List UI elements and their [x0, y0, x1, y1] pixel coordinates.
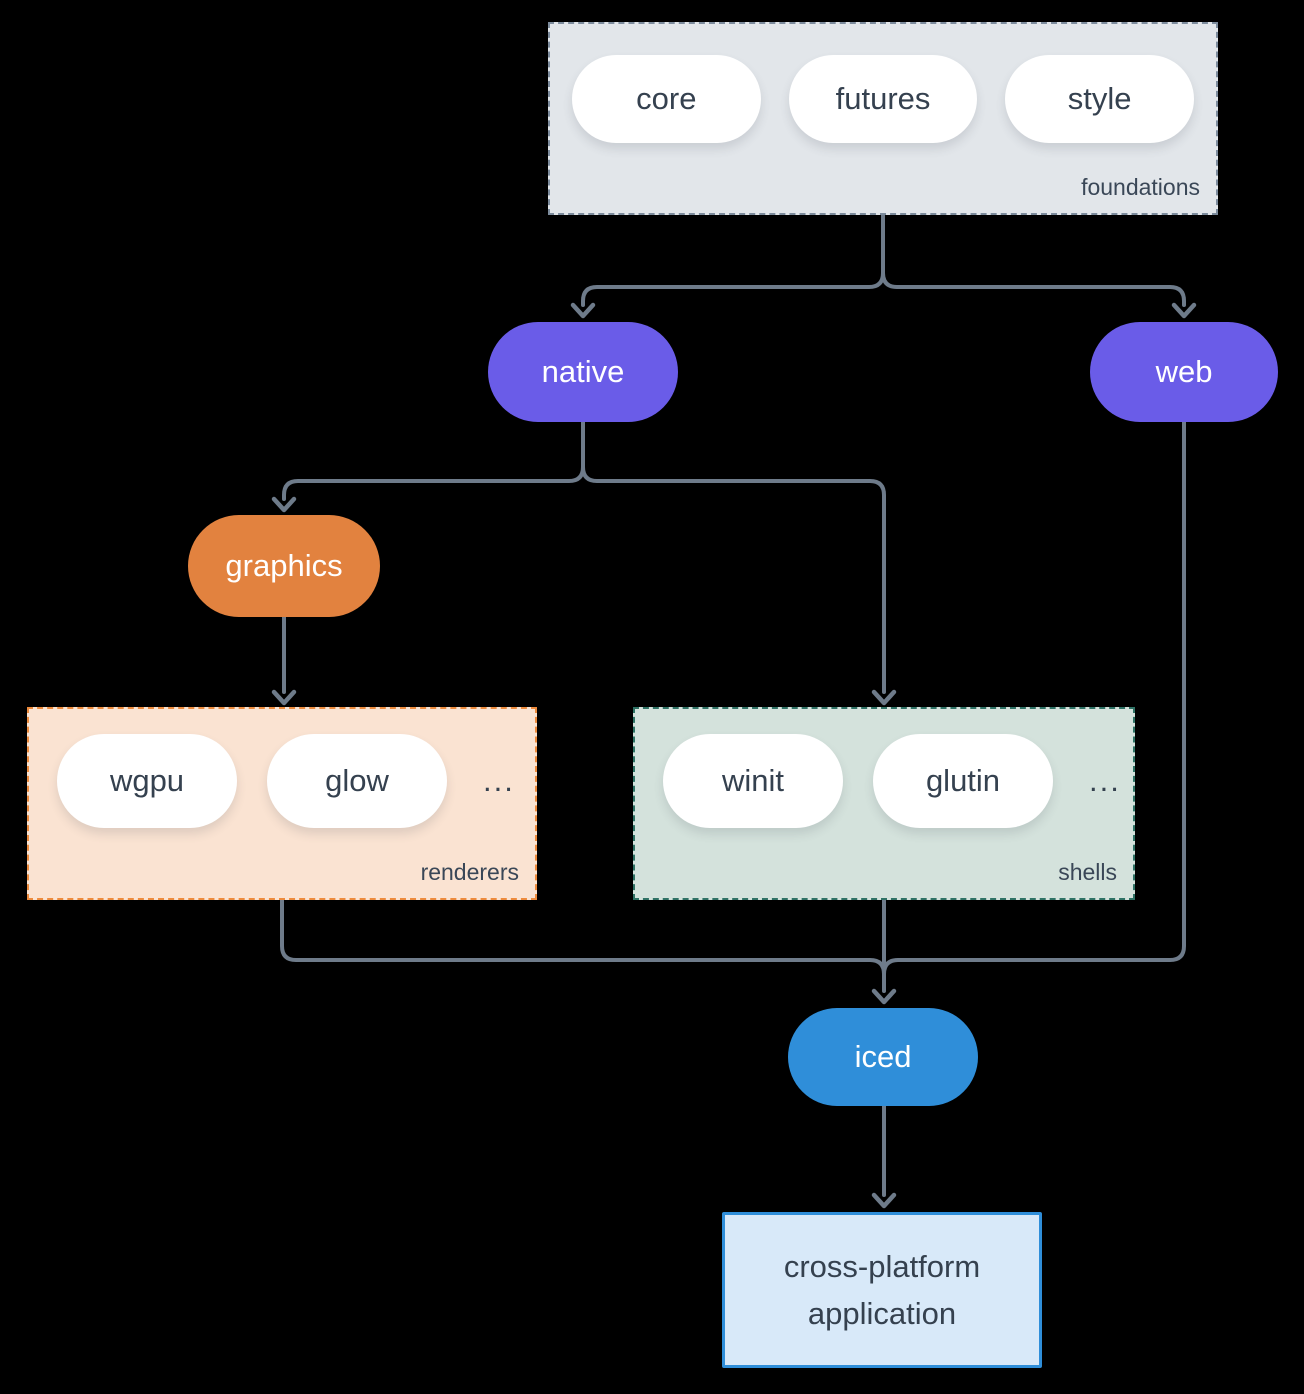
shells-group: winit glutin ... shells — [633, 707, 1135, 900]
node-iced: iced — [788, 1008, 978, 1106]
foundations-label: foundations — [1081, 174, 1200, 200]
node-web: web — [1090, 322, 1278, 422]
pill-glutin: glutin — [873, 734, 1053, 828]
renderers-group: wgpu glow ... renderers — [27, 707, 537, 900]
shells-pill-row: winit glutin ... — [635, 709, 1133, 828]
shells-label: shells — [1058, 859, 1117, 885]
shells-ellipsis: ... — [1089, 763, 1121, 798]
node-graphics: graphics — [188, 515, 380, 617]
arrowhead-iced — [871, 988, 897, 1005]
arrowhead-application — [871, 1192, 897, 1209]
foundations-group: core futures style foundations — [548, 22, 1218, 215]
application-label-line2: application — [807, 1296, 957, 1331]
cross-platform-application-box: cross-platform application — [722, 1212, 1042, 1368]
application-label-line1: cross-platform — [783, 1249, 981, 1284]
pill-core: core — [572, 55, 761, 143]
connector-foundations-to-web — [881, 271, 1186, 307]
connector-foundations-to-native — [581, 213, 885, 307]
renderers-pill-row: wgpu glow ... — [29, 709, 535, 828]
arrowhead-renderers — [271, 689, 297, 706]
pill-futures: futures — [788, 55, 978, 143]
renderers-label: renderers — [420, 859, 519, 885]
node-native: native — [488, 322, 678, 422]
connector-renderers-to-iced — [280, 898, 886, 976]
connector-native-to-shells — [581, 465, 886, 694]
arrowhead-shells — [871, 689, 897, 706]
arrowhead-web — [1171, 302, 1197, 319]
arrowhead-native — [570, 302, 596, 319]
pill-winit: winit — [663, 734, 843, 828]
pill-glow: glow — [267, 734, 447, 828]
pill-style: style — [1005, 55, 1195, 143]
connector-native-to-graphics — [282, 420, 585, 501]
renderers-ellipsis: ... — [483, 763, 515, 798]
arrowhead-graphics — [271, 496, 297, 513]
foundations-pill-row: core futures style — [550, 24, 1216, 143]
pill-wgpu: wgpu — [57, 734, 237, 828]
